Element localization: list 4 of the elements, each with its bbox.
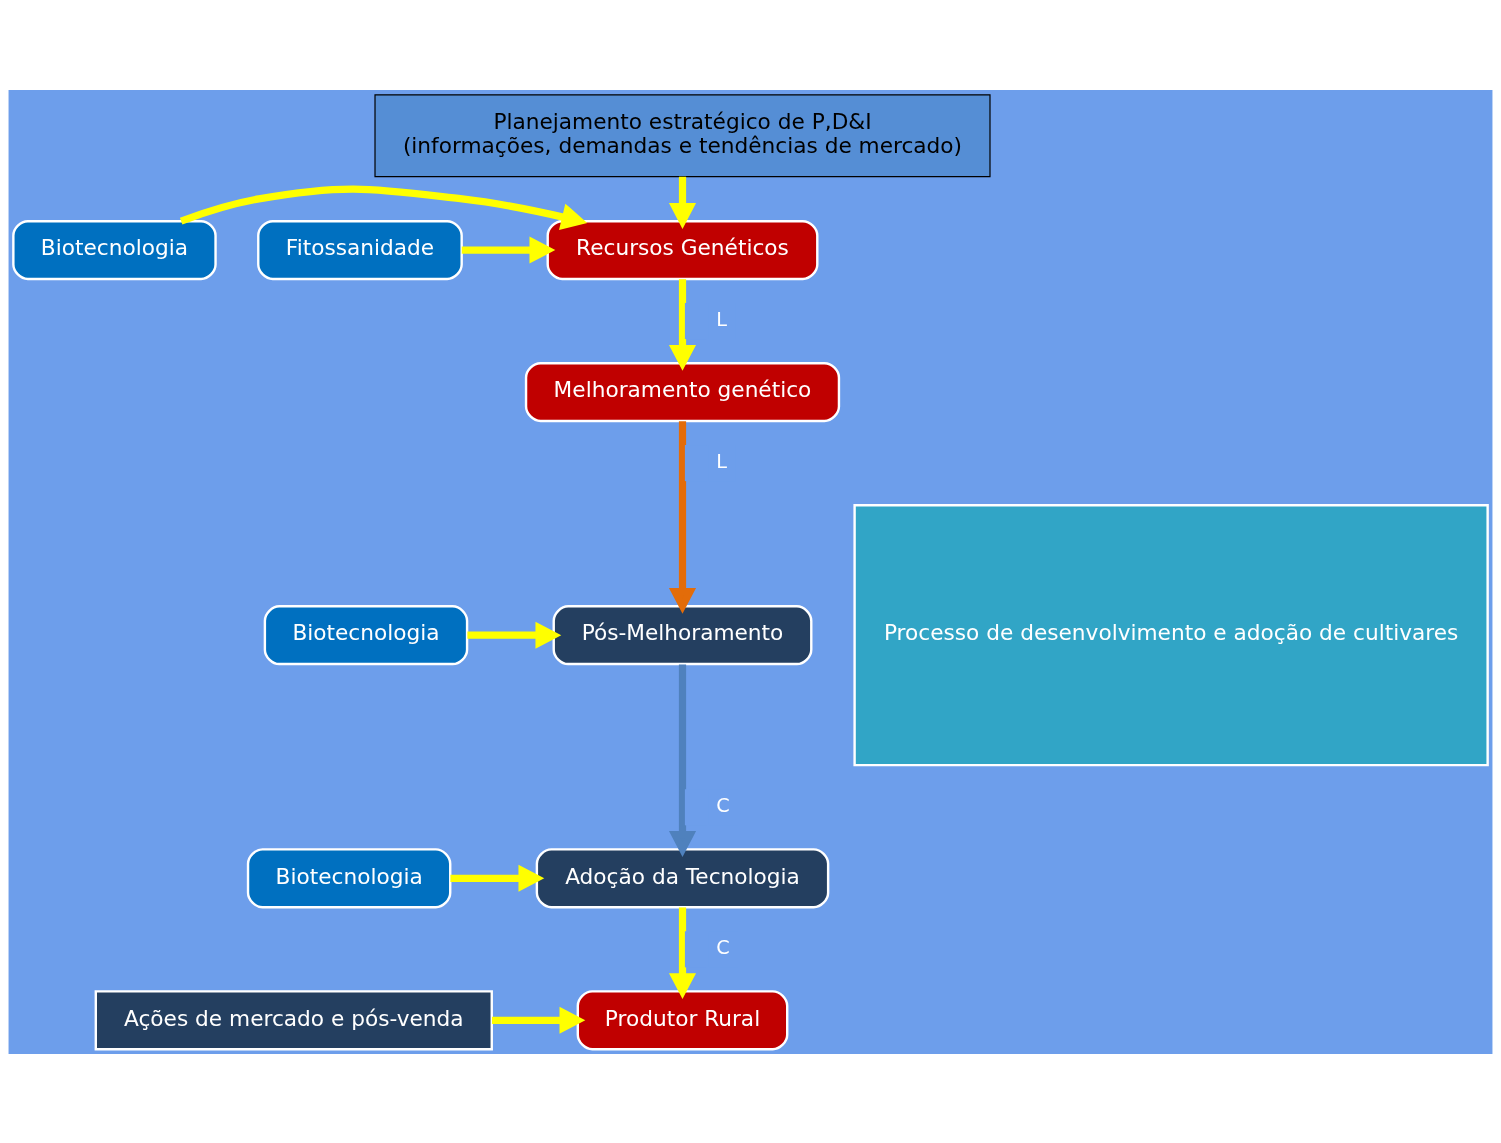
edge-label: L [716, 307, 727, 331]
edge-label: L [716, 449, 727, 473]
edge-label: C [716, 793, 730, 817]
edge-label: C [716, 935, 730, 959]
